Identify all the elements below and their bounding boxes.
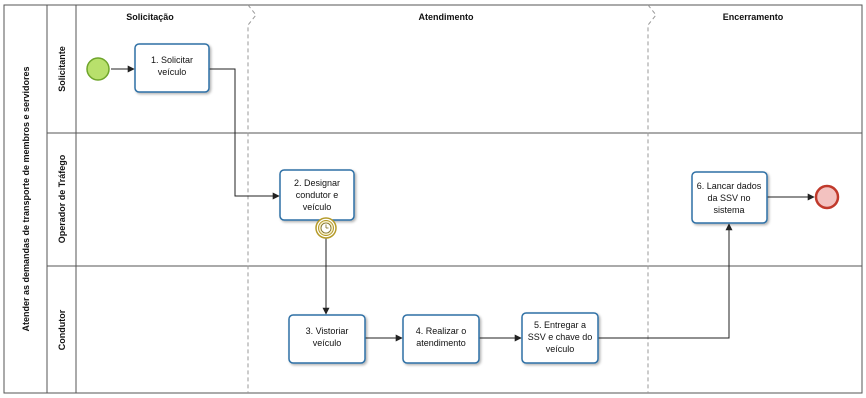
phase-header-atendimento: Atendimento: [419, 12, 475, 22]
task-3-label-line-1: 3. Vistoriar: [306, 326, 349, 336]
task-2-label-line-1: 2. Designar: [294, 178, 340, 188]
task-6-label-line-1: 6. Lancar dados: [697, 181, 762, 191]
task-4-realizar-atendimento[interactable]: [402, 314, 480, 364]
task-5-label-line-2: SSV e chave do: [528, 332, 593, 342]
phase-header-encerramento: Encerramento: [723, 12, 784, 22]
task-1-label-line-1: 1. Solicitar: [151, 55, 193, 65]
end-event[interactable]: [814, 184, 840, 210]
task-6-label-line-2: da SSV no: [707, 193, 750, 203]
pool-title: Atender as demandas de transporte de mem…: [21, 66, 31, 331]
task-4-label-line-1: 4. Realizar o: [416, 326, 467, 336]
task-1-label-line-2: veículo: [158, 67, 187, 77]
task-2-label-line-3: veículo: [303, 202, 332, 212]
task-4-label-line-2: atendimento: [416, 338, 466, 348]
task-2-label-line-2: condutor e: [296, 190, 339, 200]
task-5-label-line-1: 5. Entregar a: [534, 320, 586, 330]
flow-t5-to-t6: [598, 223, 733, 339]
task-1-solicitar-veiculo[interactable]: [134, 43, 210, 93]
task-6-lancar-dados[interactable]: [691, 171, 768, 224]
timer-boundary-event[interactable]: [315, 217, 337, 239]
phase-header-solicitacao: Solicitação: [126, 12, 174, 22]
task-5-entregar-ssv[interactable]: [521, 312, 599, 364]
task-3-label-line-2: veículo: [313, 338, 342, 348]
lane-label-condutor: Condutor: [57, 309, 67, 350]
task-3-vistoriar-veiculo[interactable]: [288, 314, 366, 364]
task-2-designar-condutor[interactable]: [279, 169, 355, 221]
start-event[interactable]: [86, 57, 110, 81]
task-6-label-line-3: sistema: [713, 205, 744, 215]
flow-t1-to-t2: [209, 68, 280, 200]
lane-label-solicitante: Solicitante: [57, 46, 67, 92]
task-5-label-line-3: veículo: [546, 344, 575, 354]
lane-label-operador: Operador de Tráfego: [57, 154, 67, 243]
